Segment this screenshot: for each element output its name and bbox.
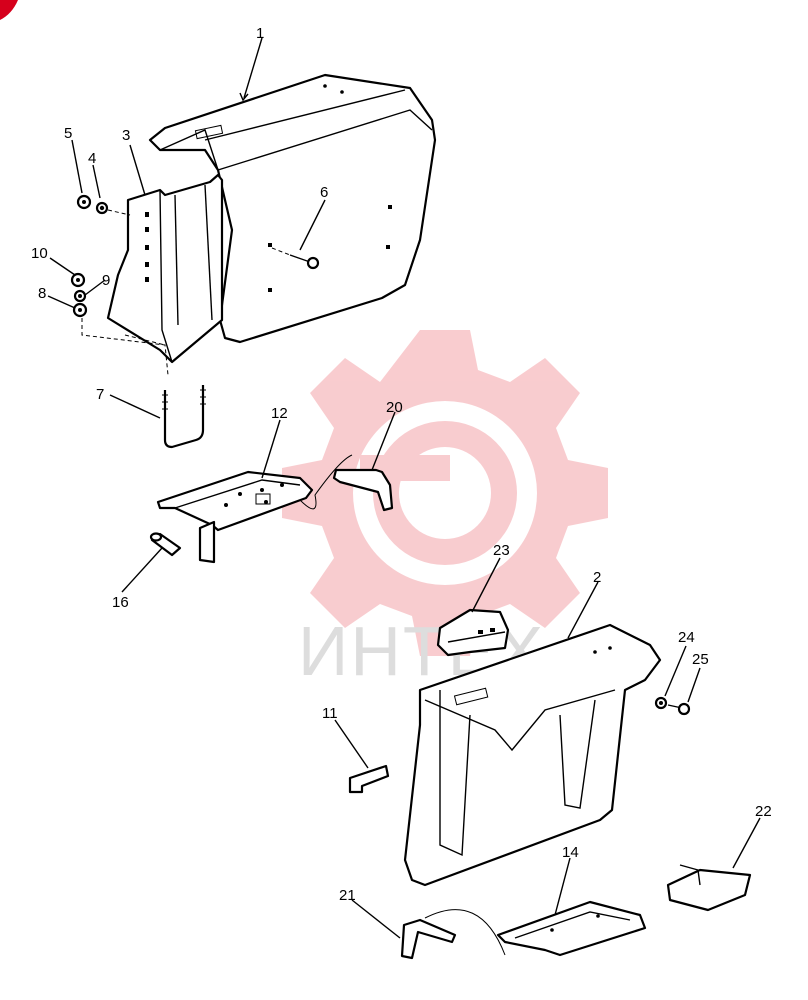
- callout-21: 21: [339, 887, 356, 904]
- callout-8: 8: [38, 285, 46, 302]
- callout-16: 16: [112, 594, 129, 611]
- part-7-u-bolt: [162, 385, 206, 449]
- callout-9: 9: [102, 272, 110, 289]
- part-20-angle-bracket: [299, 454, 394, 512]
- callout-22: 22: [755, 803, 772, 820]
- callout-6: 6: [320, 184, 328, 201]
- callout-14: 14: [562, 844, 579, 861]
- part-24-washer: [654, 696, 668, 710]
- part-8-washer: [72, 302, 88, 318]
- callout-24: 24: [678, 629, 695, 646]
- part-1-slot: [194, 124, 224, 140]
- callout-5: 5: [64, 125, 72, 142]
- callouts: 1 2 3 4 5 6 7 8 9 10 11 12 14 16 20 21 2…: [31, 25, 772, 904]
- part-6-bolt: [271, 247, 320, 270]
- callout-3: 3: [122, 127, 130, 144]
- part-4-washer: [95, 201, 109, 215]
- callout-4: 4: [88, 150, 96, 167]
- part-9-lock-washer: [73, 289, 87, 303]
- part-16-pin: [149, 532, 182, 557]
- callout-1: 1: [256, 25, 264, 42]
- callout-25: 25: [692, 651, 709, 668]
- part-2-slot: [453, 687, 489, 706]
- leader-lines: [47, 37, 761, 939]
- part-5-nut: [76, 194, 92, 210]
- part-21-bracket: [400, 909, 506, 960]
- part-2-lower-fender: [403, 623, 662, 887]
- callout-10: 10: [31, 245, 48, 262]
- part-14-lower-step: [496, 900, 647, 957]
- part-1-upper-fender: [148, 73, 437, 344]
- corner-mark: [0, 0, 18, 20]
- callout-23: 23: [493, 542, 510, 559]
- part-22-plate: [666, 864, 752, 912]
- callout-12: 12: [271, 405, 288, 422]
- part-25-bolt: [667, 702, 691, 716]
- watermark-gear-logo: [282, 330, 608, 656]
- callout-20: 20: [386, 399, 403, 416]
- part-3-fender-bracket: [106, 173, 224, 364]
- callout-11: 11: [322, 705, 338, 722]
- part-12-step-plate: [156, 470, 314, 564]
- part-11-clip: [348, 764, 390, 794]
- part-10-nut: [70, 272, 86, 288]
- callout-2: 2: [593, 569, 601, 586]
- part-23-lamp: [436, 608, 510, 657]
- callout-7: 7: [96, 386, 104, 403]
